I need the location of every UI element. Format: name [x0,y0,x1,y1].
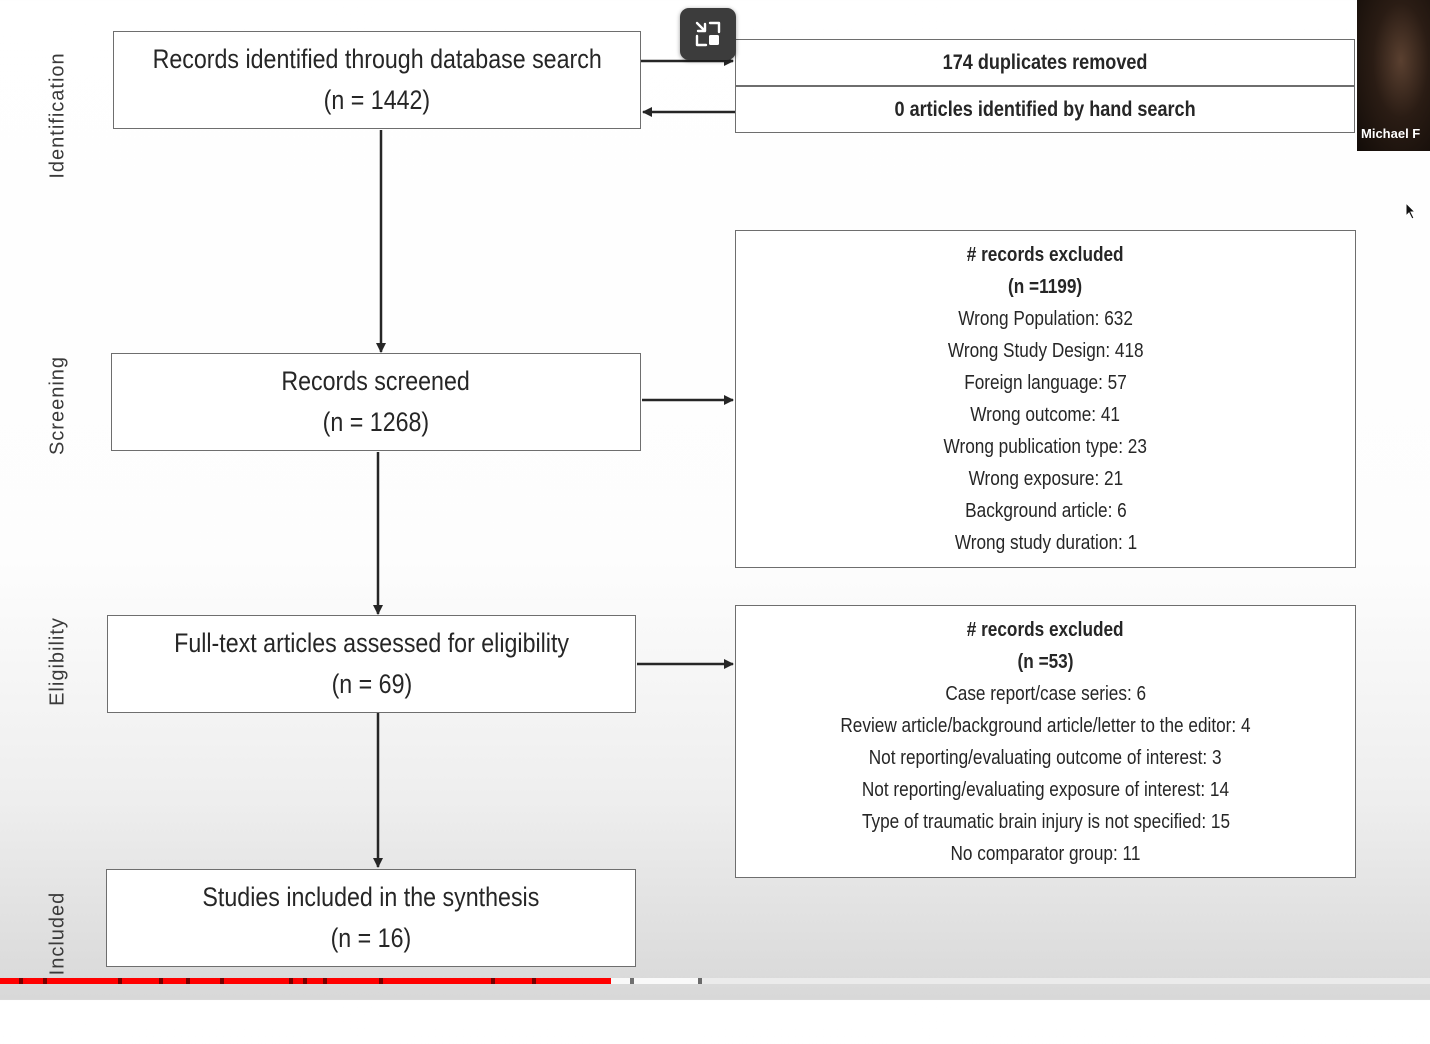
included-label: Studies included in the synthesis [202,882,540,912]
video-progress-bar[interactable] [0,978,1430,984]
screening-excluded-count: (n =1199) [1008,276,1083,298]
included-box: Studies included in the synthesis (n = 1… [106,869,636,967]
exclusion-reason: Background article: 6 [964,500,1127,522]
screened-box: Records screened (n = 1268) [111,353,641,451]
fulltext-label: Full-text articles assessed for eligibil… [174,628,569,658]
chapter-marker [379,978,383,984]
prisma-flow-diagram: Identification Screening Eligibility Inc… [47,31,1356,975]
chapter-marker [491,978,495,984]
hand-search-label: 0 articles identified by hand search [894,97,1196,121]
included-count: (n = 16) [330,923,412,953]
exclusion-reason: Wrong Study Design: 418 [947,340,1144,362]
exit-fullscreen-button[interactable] [680,8,736,60]
eligibility-excluded-count: (n =53) [1017,650,1074,673]
exclusion-reason: Not reporting/evaluating outcome of inte… [869,746,1222,769]
chapter-marker [43,978,47,984]
exclusion-reason: Not reporting/evaluating exposure of int… [861,778,1230,801]
chapter-marker [289,978,293,984]
identified-count: (n = 1442) [323,85,431,115]
chapter-marker [323,978,327,984]
exclusion-reason: Foreign language: 57 [964,372,1127,394]
participant-name: Michael F [1361,126,1421,141]
chapter-marker [118,978,122,984]
pointer-cursor-icon [1405,202,1417,220]
chapter-marker [698,978,702,984]
eligibility-excluded-heading: # records excluded [967,618,1124,641]
flow-arrows [373,56,735,868]
chapter-marker [159,978,163,984]
eligibility-excluded-box: # records excluded (n =53) Case report/c… [735,605,1356,878]
screening-excluded-box: # records excluded (n =1199) Wrong Popul… [735,230,1356,568]
exclusion-reason: Type of traumatic brain injury is not sp… [861,810,1230,833]
identified-box: Records identified through database sear… [113,31,641,129]
exit-fullscreen-icon [695,21,721,47]
exclusion-reason: Case report/case series: 6 [945,682,1146,705]
exclusion-reason: Wrong study duration: 1 [954,532,1137,554]
screened-label: Records screened [281,366,471,396]
exclusion-reason: Wrong publication type: 23 [943,436,1148,458]
fulltext-box: Full-text articles assessed for eligibil… [107,615,636,713]
exclusion-reason: Wrong exposure: 21 [968,468,1123,490]
exclusion-reason: Review article/background article/letter… [840,714,1251,737]
identified-label: Records identified through database sear… [152,44,602,74]
duplicates-removed-box: 174 duplicates removed [735,39,1355,86]
exclusion-reason: Wrong outcome: 41 [970,404,1121,426]
chapter-marker [19,978,23,984]
participant-video-tile[interactable]: Michael F [1357,0,1430,151]
hand-search-box: 0 articles identified by hand search [735,86,1355,133]
chapter-marker [630,978,634,984]
screening-excluded-heading: # records excluded [967,244,1124,266]
chapter-marker [186,978,190,984]
screened-count: (n = 1268) [322,407,430,437]
chapter-marker [220,978,224,984]
duplicates-removed-label: 174 duplicates removed [942,50,1148,74]
exclusion-reason: No comparator group: 11 [950,842,1141,865]
fulltext-count: (n = 69) [331,669,412,699]
chapter-marker [532,978,536,984]
chapter-marker [303,978,307,984]
exclusion-reason: Wrong Population: 632 [958,308,1133,330]
